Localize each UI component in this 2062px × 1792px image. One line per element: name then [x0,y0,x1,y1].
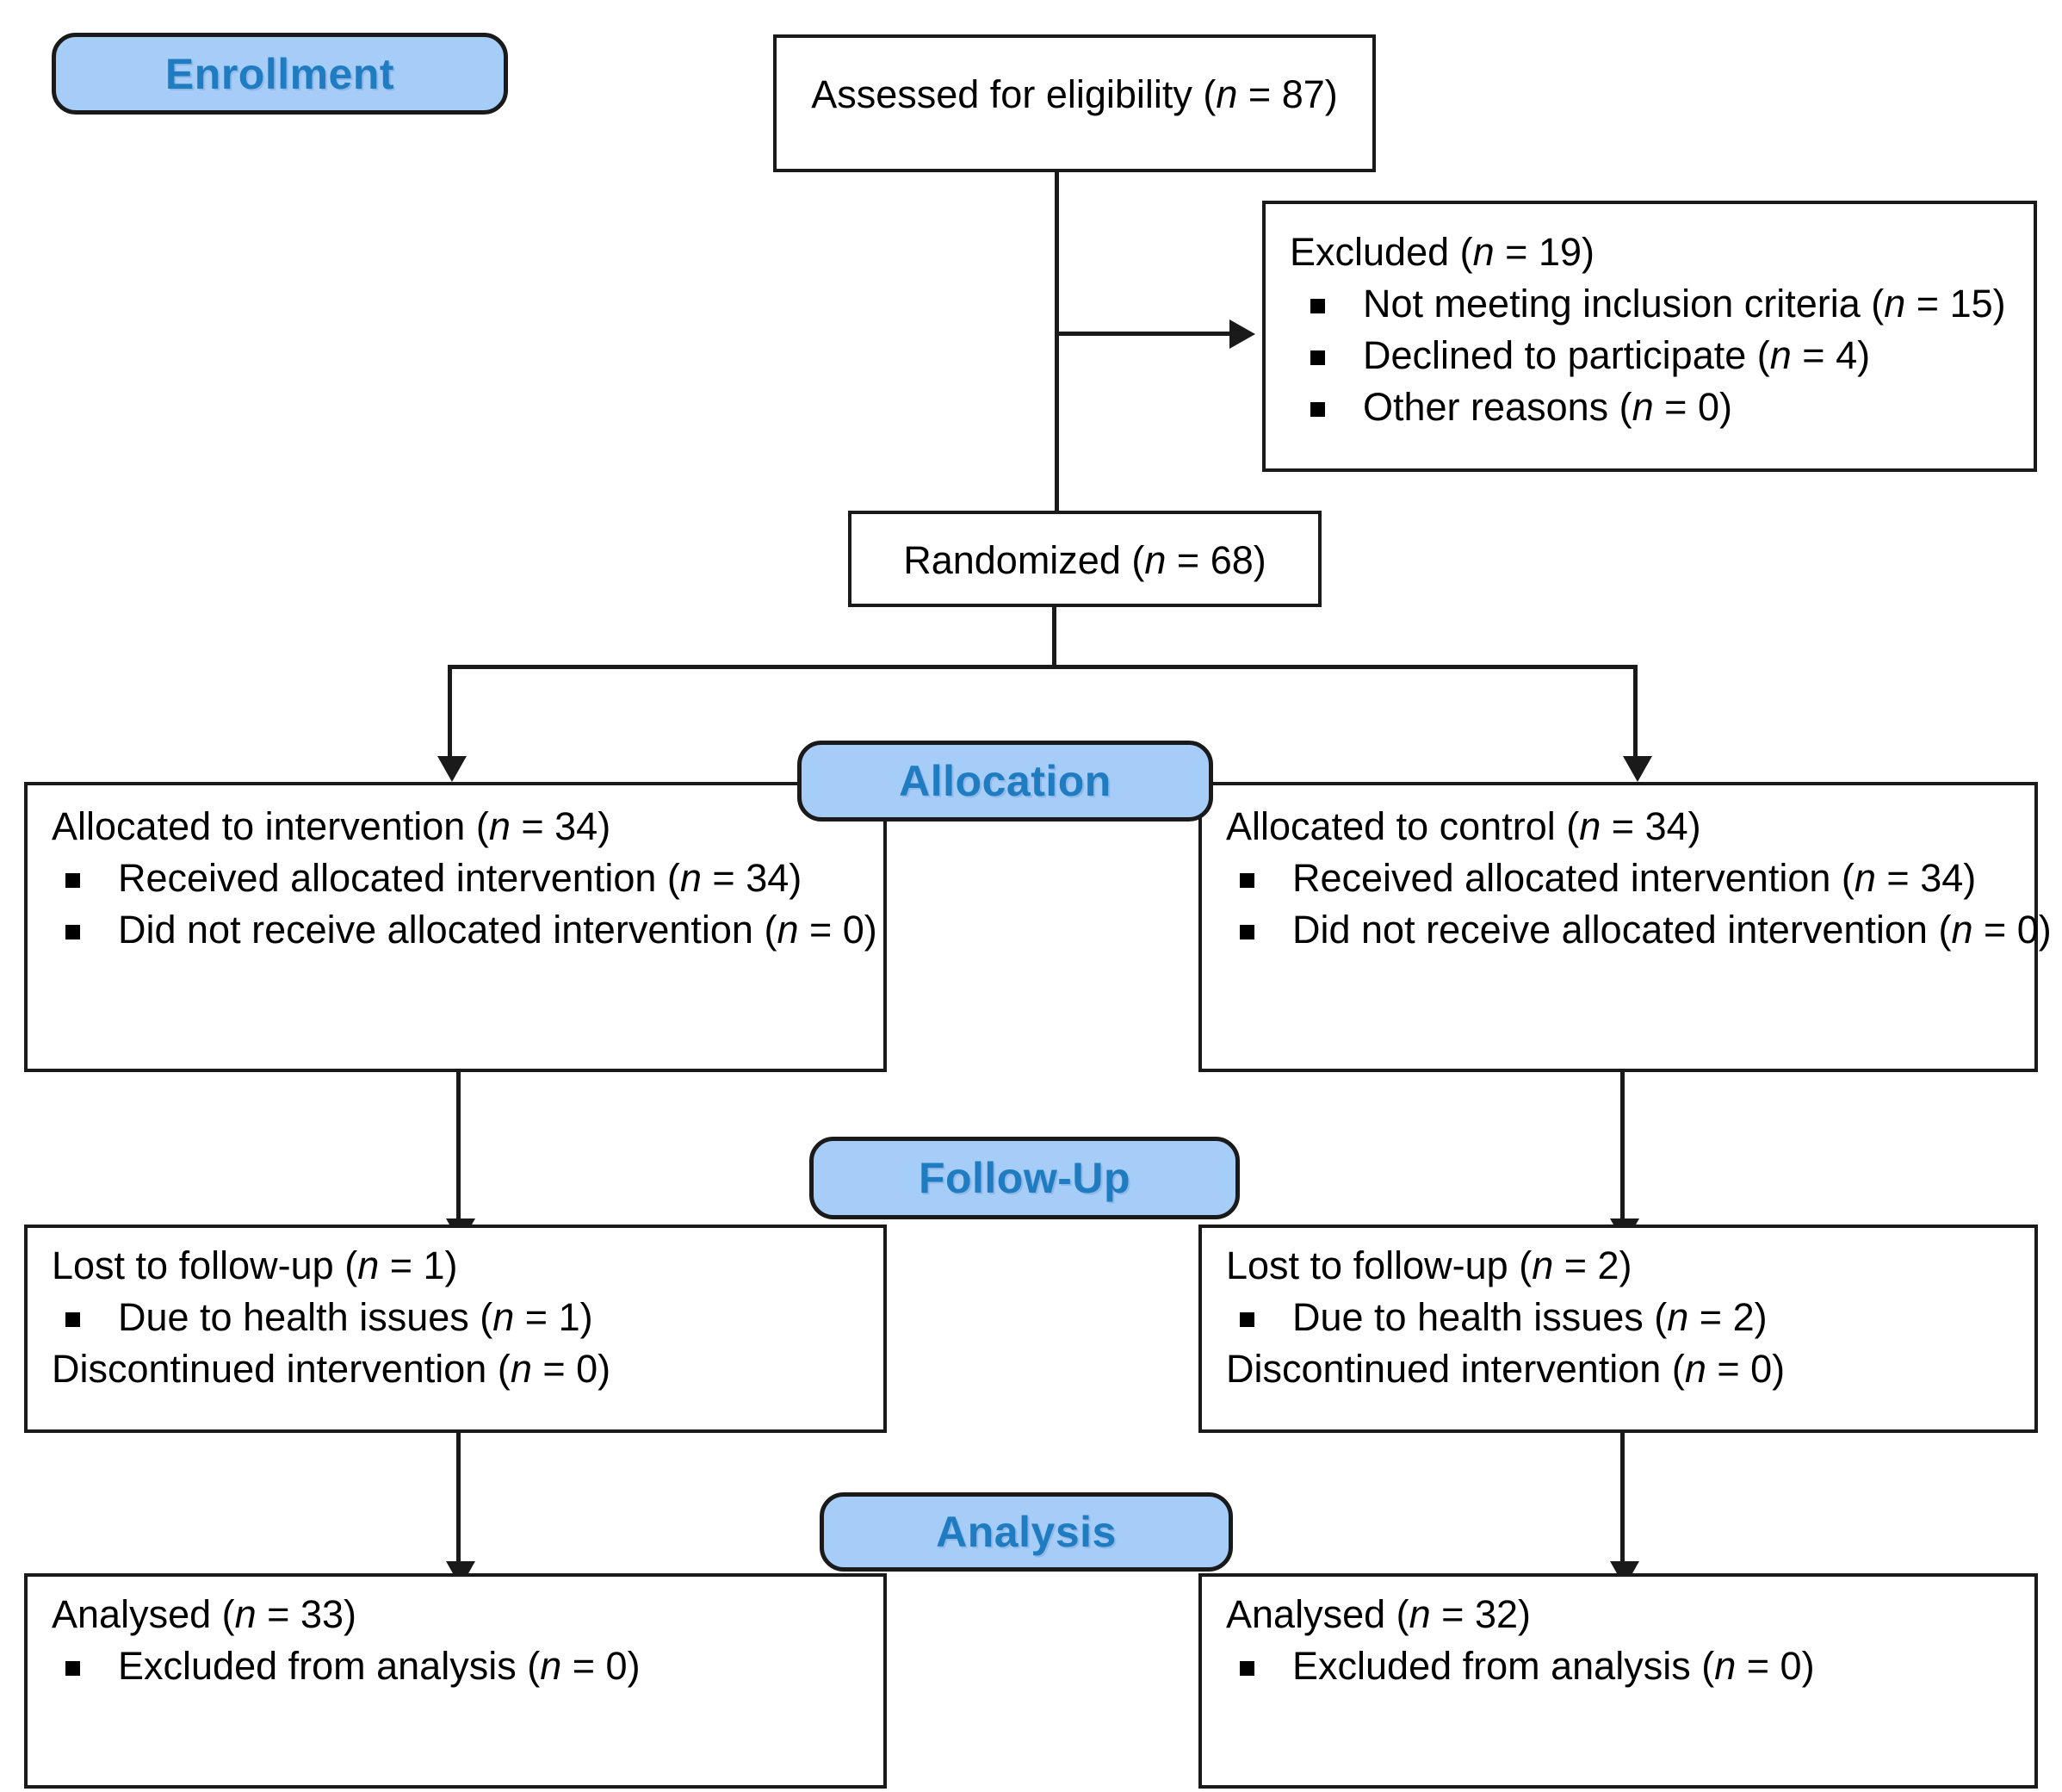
followup-left-item-0: Due to health issues (n = 1) [52,1292,859,1343]
stage-label-followup: Follow-Up [809,1137,1240,1219]
followup-left-item-0-text: Due to health issues (n = 1) [118,1294,593,1339]
excluded-reason-2: Other reasons (n = 0) [1290,381,2009,433]
stage-label-allocation: Allocation [797,741,1213,822]
box-allocation-control: Allocated to control (n = 34) Received a… [1198,782,2052,1072]
connector-followup-to-analysis-left [456,1433,461,1566]
connector-randomized-split [448,665,1638,669]
connector-assessed-to-excluded [1055,332,1231,336]
analysis-right-item-0: Excluded from analysis (n = 0) [1226,1640,2010,1692]
arrowhead-to-excluded [1229,319,1255,349]
bullet-square-icon [65,924,80,939]
analysis-left-item-0-text: Excluded from analysis (n = 0) [118,1643,641,1688]
allocation-right-item-1-text: Did not receive allocated intervention (… [1292,907,2052,952]
excluded-heading: Excluded (n = 19) [1290,230,1595,274]
followup-right-item-0: Due to health issues (n = 2) [1226,1292,2010,1343]
followup-left-footer: Discontinued intervention (n = 0) [52,1346,611,1391]
connector-allocation-to-followup-right [1620,1072,1625,1223]
allocation-right-heading: Allocated to control (n = 34) [1226,804,1701,848]
excluded-reason-0-text: Not meeting inclusion criteria (n = 15) [1363,281,2006,326]
box-followup-control: Lost to follow-up (n = 2) Due to health … [1198,1225,2038,1433]
connector-randomized-left-drop [448,665,452,760]
allocation-right-item-0-text: Received allocated intervention (n = 34) [1292,855,1977,900]
connector-randomized-right-drop [1633,665,1638,760]
bullet-square-icon [65,872,80,888]
analysis-left-item-0: Excluded from analysis (n = 0) [52,1640,859,1692]
analysis-left-heading: Analysed (n = 33) [52,1592,357,1636]
box-randomized: Randomized (n = 68) [848,511,1322,607]
bullet-square-icon [1240,872,1254,888]
allocation-left-item-1: Did not receive allocated intervention (… [52,904,877,956]
bullet-square-icon [1310,350,1325,365]
connector-followup-to-analysis-right [1620,1433,1625,1566]
bullet-square-icon [1240,924,1254,939]
allocation-right-item-1: Did not receive allocated intervention (… [1226,904,2052,956]
bullet-square-icon [1310,298,1325,313]
arrowhead-to-allocation-right [1623,756,1652,782]
box-allocation-intervention: Allocated to intervention (n = 34) Recei… [24,782,887,1072]
followup-left-heading: Lost to follow-up (n = 1) [52,1243,458,1287]
connector-allocation-to-followup-left [456,1072,461,1223]
stage-label-allocation-text: Allocation [899,757,1111,805]
assessed-text: Assessed for eligibility (n = 87) [811,72,1338,116]
randomized-text: Randomized (n = 68) [903,538,1266,582]
analysis-right-item-0-text: Excluded from analysis (n = 0) [1292,1643,1815,1688]
box-analysis-control: Analysed (n = 32) Excluded from analysis… [1198,1573,2038,1789]
bullet-square-icon [1240,1311,1254,1327]
excluded-reason-2-text: Other reasons (n = 0) [1363,384,1732,429]
box-assessed-for-eligibility: Assessed for eligibility (n = 87) [773,34,1376,172]
allocation-left-heading: Allocated to intervention (n = 34) [52,804,611,848]
stage-label-analysis: Analysis [820,1492,1233,1572]
allocation-left-item-0-text: Received allocated intervention (n = 34) [118,855,802,900]
excluded-reason-0: Not meeting inclusion criteria (n = 15) [1290,278,2009,330]
excluded-reason-1: Declined to participate (n = 4) [1290,330,2009,381]
followup-right-item-0-text: Due to health issues (n = 2) [1292,1294,1768,1339]
bullet-square-icon [1240,1660,1254,1676]
stage-label-analysis-text: Analysis [936,1508,1117,1556]
allocation-left-item-1-text: Did not receive allocated intervention (… [118,907,877,952]
analysis-right-heading: Analysed (n = 32) [1226,1592,1532,1636]
stage-label-enrollment: Enrollment [52,33,508,115]
box-excluded: Excluded (n = 19) Not meeting inclusion … [1262,201,2037,472]
arrowhead-to-allocation-left [437,756,467,782]
connector-randomized-stem [1052,607,1056,667]
bullet-square-icon [65,1311,80,1327]
allocation-left-item-0: Received allocated intervention (n = 34) [52,853,859,904]
box-analysis-intervention: Analysed (n = 33) Excluded from analysis… [24,1573,887,1789]
stage-label-followup-text: Follow-Up [918,1154,1131,1202]
bullet-square-icon [1310,401,1325,417]
excluded-reason-1-text: Declined to participate (n = 4) [1363,332,1871,377]
box-followup-intervention: Lost to follow-up (n = 1) Due to health … [24,1225,887,1433]
followup-right-footer: Discontinued intervention (n = 0) [1226,1346,1786,1391]
followup-right-heading: Lost to follow-up (n = 2) [1226,1243,1632,1287]
bullet-square-icon [65,1660,80,1676]
allocation-right-item-0: Received allocated intervention (n = 34) [1226,853,2010,904]
connector-assessed-to-randomized [1055,172,1059,512]
stage-label-enrollment-text: Enrollment [164,49,395,98]
